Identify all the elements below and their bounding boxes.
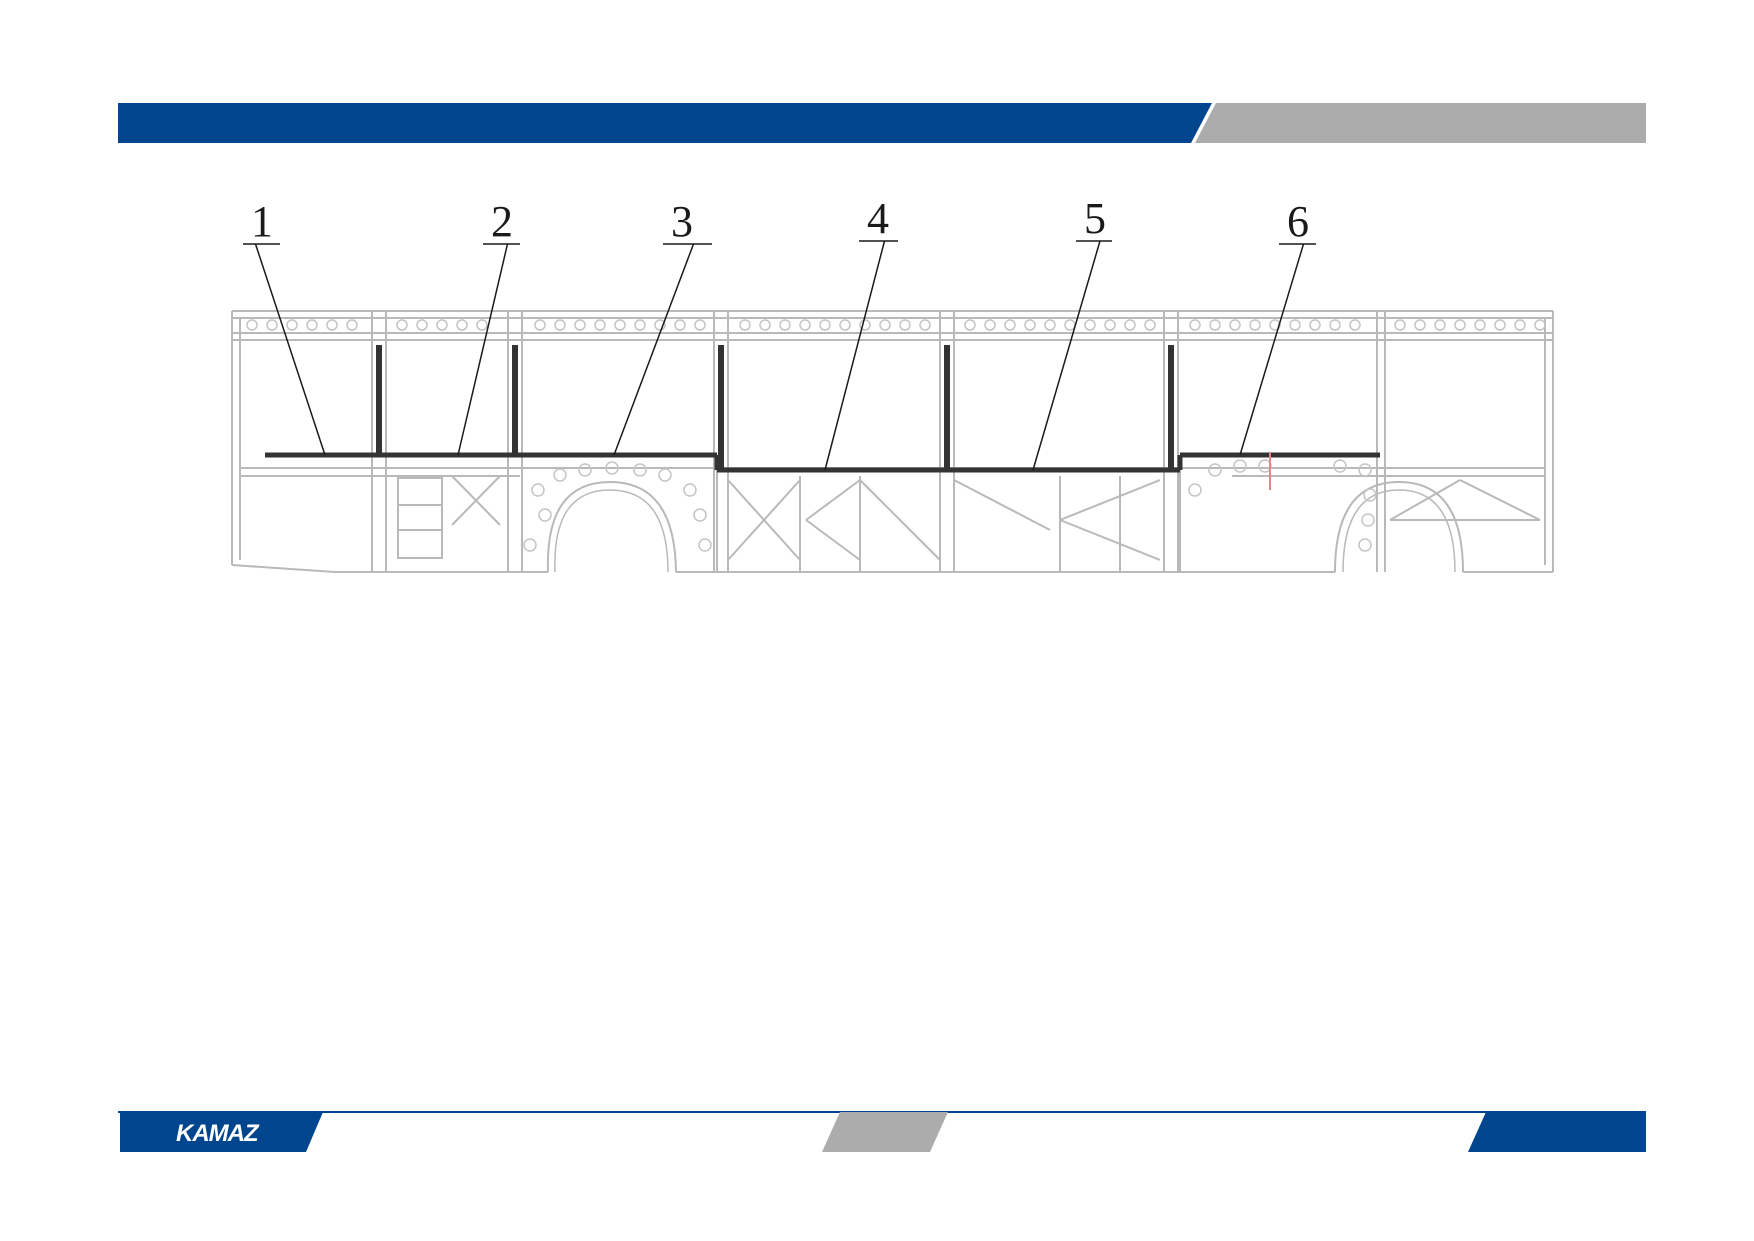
callout-number: 2: [491, 197, 513, 246]
callout-3: 3: [613, 197, 712, 456]
header-band: [118, 103, 1646, 143]
footer-blue-tab: [1468, 1112, 1646, 1152]
callout-number: 6: [1287, 197, 1309, 246]
callout-6: 6: [1239, 197, 1316, 456]
callout-number: 1: [251, 197, 273, 246]
callout-4: 4: [824, 194, 898, 471]
footer-gray-block: [822, 1112, 948, 1152]
bus-frame-diagram: [231, 310, 1554, 573]
highlighted-members: [265, 345, 1380, 490]
callout-leader-line: [457, 243, 509, 456]
callout-leader-line: [613, 243, 695, 456]
footer-band: KAMAZ: [118, 1111, 1646, 1152]
callout-leader-line: [254, 243, 326, 456]
callout-leader-line: [1239, 243, 1305, 456]
header-blue-bar: [118, 103, 1212, 143]
callout-number: 3: [671, 197, 693, 246]
callout-number: 5: [1084, 194, 1106, 243]
callout-1: 1: [243, 197, 326, 456]
callout-2: 2: [457, 197, 520, 456]
callout-number: 4: [867, 194, 889, 243]
callout-5: 5: [1032, 194, 1112, 471]
header-gray-bar: [1195, 103, 1646, 143]
callout-leader-line: [824, 240, 886, 471]
footer-logo-block: [120, 1112, 323, 1152]
kamaz-logo: KAMAZ: [176, 1120, 260, 1147]
callout-leader-line: [1032, 240, 1101, 471]
callout-layer: 1 2 3 4 5 6: [243, 194, 1316, 471]
